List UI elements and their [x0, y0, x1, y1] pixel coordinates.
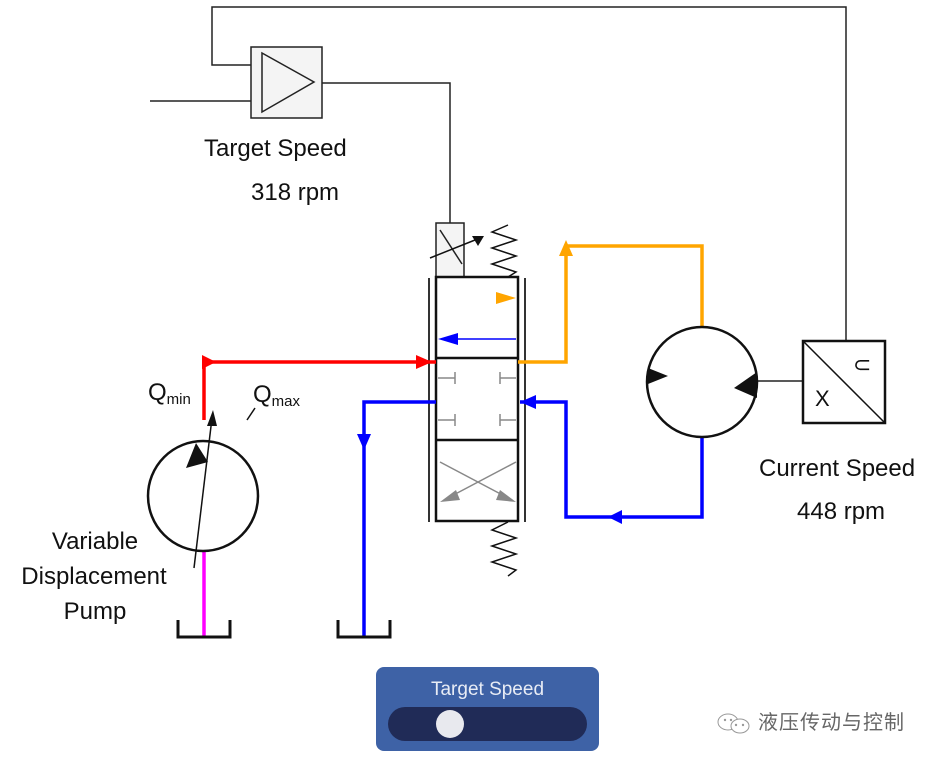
watermark: 液压传动与控制: [716, 706, 905, 735]
tank-return-line: [362, 400, 436, 637]
sensor-u-label: ⊂: [853, 352, 872, 377]
amplifier-block: [250, 46, 323, 119]
current-speed-title: Current Speed: [759, 455, 916, 482]
speed-sensor-icon: [801, 339, 887, 425]
slider-label: Target Speed: [430, 679, 545, 700]
pump-label-line1: Variable: [51, 528, 139, 555]
target-speed-title: Target Speed: [204, 135, 347, 162]
current-speed-value: 448 rpm: [797, 498, 886, 525]
q-min-base: Q: [148, 379, 167, 406]
pressure-line: [202, 360, 436, 420]
amplifier-triangle-icon: [261, 51, 316, 114]
flow-arrow-icon: [520, 395, 536, 409]
pump-label-line3: Pump: [63, 598, 127, 625]
slider-thumb[interactable]: [435, 710, 464, 738]
flow-arrow-icon: [357, 434, 371, 450]
pump-label-line2: Displacement: [21, 563, 167, 590]
feedback-signal-line: [211, 6, 847, 340]
q-max-base: Q: [253, 381, 272, 408]
amplifier-output-line: [322, 82, 451, 223]
target-speed-value: 318 rpm: [251, 179, 340, 206]
top-spring-icon: [489, 224, 519, 278]
watermark-text: 液压传动与控制: [758, 710, 905, 734]
q-max-label: Qmax: [253, 381, 300, 410]
hydraulic-motor-icon: [645, 325, 759, 439]
wechat-icon: [717, 713, 750, 733]
target-speed-panel: Target Speed: [376, 667, 599, 751]
signal-wiring: [150, 6, 847, 382]
flow-arrow-icon: [608, 510, 622, 524]
bottom-spring-icon: [489, 521, 519, 577]
tank-icon: [336, 620, 392, 639]
q-max-sub: max: [271, 393, 301, 410]
motor-return-line: [520, 400, 704, 519]
tank-icon: [176, 620, 232, 639]
q-min-label: Qmin: [148, 379, 191, 408]
target-speed-slider[interactable]: [388, 707, 587, 741]
flow-arrow-icon: [559, 240, 573, 256]
flow-arrow-icon: [202, 355, 216, 369]
sensor-x-label: X: [815, 386, 830, 411]
q-min-sub: min: [166, 391, 191, 408]
directional-valve: [428, 222, 526, 577]
flow-arrow-icon: [416, 355, 432, 369]
variable-pump-icon: [146, 407, 260, 569]
